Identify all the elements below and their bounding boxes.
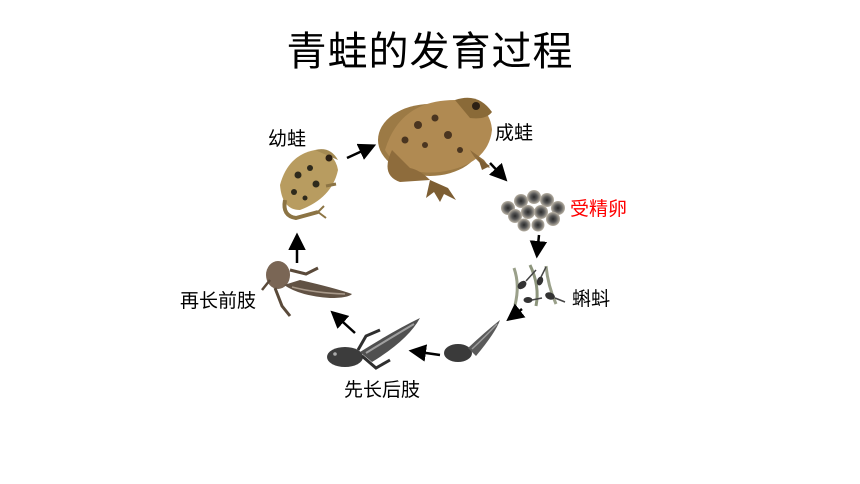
arrow-young-to-adult: [346, 143, 377, 160]
front-legs-tadpole-illustration: [261, 261, 352, 317]
stage-label-young-frog: 幼蛙: [268, 128, 307, 150]
tadpole-illustration: [512, 264, 566, 307]
stage-label-front-legs: 再长前肢: [180, 290, 257, 312]
adult-frog-illustration: [378, 97, 492, 202]
page-title: 青蛙的发育过程: [286, 29, 574, 75]
tadpole-growing-illustration: [444, 320, 500, 362]
lifecycle-arrows: [288, 143, 548, 362]
arrow-larger-to-hindlegs: [408, 344, 441, 362]
arrow-egg-to-tadpole: [529, 234, 548, 259]
arrow-tadpole-to-larger: [506, 303, 526, 322]
hind-legs-tadpole-illustration: [327, 318, 420, 370]
stage-label-hind-legs: 先长后肢: [344, 379, 421, 401]
arrow-hindlegs-to-frontlegs: [330, 310, 356, 334]
stage-label-tadpole: 蝌蚪: [572, 288, 611, 310]
fertilized-egg-illustration: [501, 190, 565, 232]
stage-label-fertilized-egg: 受精卵: [570, 198, 628, 220]
young-frog-illustration: [280, 149, 338, 221]
stage-label-adult-frog: 成蛙: [495, 122, 534, 144]
arrow-adult-to-egg: [489, 162, 508, 182]
